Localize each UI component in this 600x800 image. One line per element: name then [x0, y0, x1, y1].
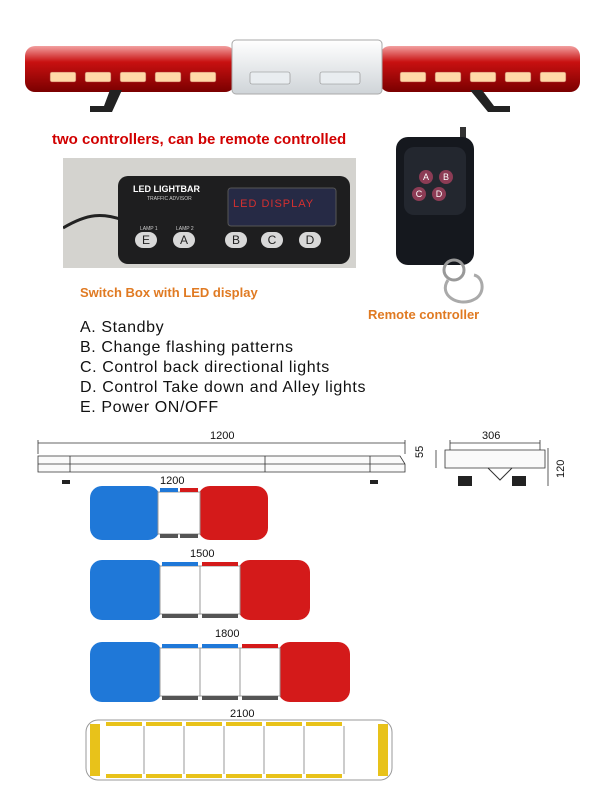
lightbar-1800 — [90, 642, 350, 702]
switch-label-lamp2: LAMP 2 — [176, 226, 194, 232]
switch-button-d: D — [299, 232, 321, 248]
led-display: LED DISPLAY — [233, 198, 315, 210]
lightbar-photo — [25, 39, 580, 112]
switch-box-subtext: TRAFFIC ADVISOR — [147, 196, 192, 202]
lightbar-2100 — [85, 719, 393, 781]
lightbar-1200 — [90, 486, 268, 540]
variant-length-1500: 1500 — [190, 548, 215, 560]
end-width-label: 306 — [482, 430, 501, 442]
end-height-low-label: 55 — [414, 445, 426, 458]
switch-box-brand: LED LIGHTBAR — [133, 184, 200, 194]
switch-button-c: C — [261, 232, 283, 248]
variant-length-1800: 1800 — [215, 628, 240, 640]
feature-takedown-alley-lights: D. Control Take down and Alley lights — [80, 379, 367, 396]
variant-length-1200: 1200 — [160, 475, 185, 487]
switch-button-e: E — [135, 232, 157, 248]
feature-flashing-patterns: B. Change flashing patterns — [80, 339, 294, 356]
end-height-total-label: 120 — [555, 459, 567, 478]
side-view-drawing — [37, 440, 549, 486]
variant-length-2100: 2100 — [230, 708, 255, 720]
side-length-label: 1200 — [210, 430, 235, 442]
switch-box-photo: LED LIGHTBAR TRAFFIC ADVISOR LED DISPLAY… — [63, 158, 356, 268]
remote-button-b: B — [439, 170, 453, 184]
feature-directional-lights: C. Control back directional lights — [80, 359, 330, 376]
lightbar-1500 — [90, 560, 310, 620]
remote-button-c: C — [412, 187, 426, 201]
remote-caption: Remote controller — [368, 307, 480, 322]
feature-standby: A. Standby — [80, 319, 165, 336]
remote-button-d: D — [432, 187, 446, 201]
switch-button-a: A — [173, 232, 195, 248]
remote-photo: A B C D — [388, 125, 498, 315]
switch-button-b: B — [225, 232, 247, 248]
feature-power: E. Power ON/OFF — [80, 399, 219, 416]
headline: two controllers, can be remote controlle… — [52, 131, 347, 148]
switch-label-lamp1: LAMP 1 — [140, 226, 158, 232]
switch-box-caption: Switch Box with LED display — [80, 285, 258, 300]
feature-list: A. Standby B. Change flashing patterns C… — [80, 318, 366, 418]
remote-button-a: A — [419, 170, 433, 184]
